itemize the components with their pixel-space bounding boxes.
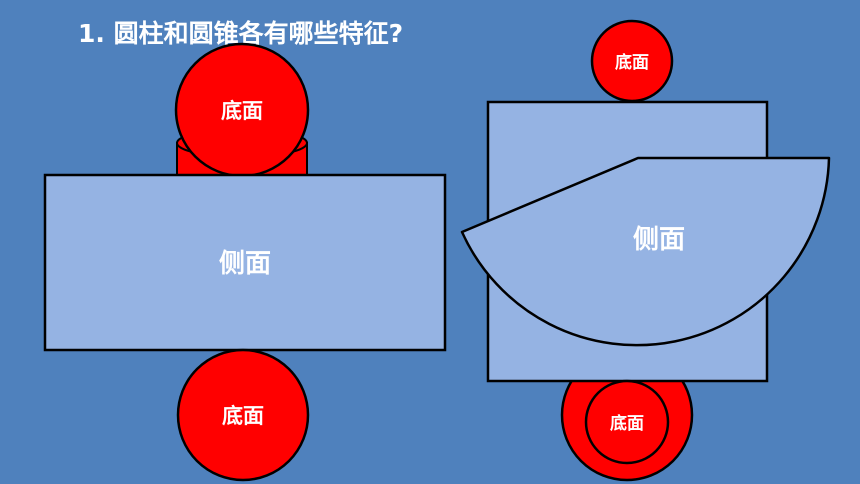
cone-top-base-label: 底面 xyxy=(615,52,649,73)
cylinder-top-base-label: 底面 xyxy=(221,99,263,123)
cylinder-bottom-base xyxy=(176,348,310,482)
cylinder-net: 底面 侧面 底面 xyxy=(43,42,447,482)
cylinder-side-label: 侧面 xyxy=(219,249,271,279)
cone-bottom-base-inner xyxy=(584,379,670,465)
cone-bottom-base-label: 底面 xyxy=(610,413,644,434)
cone-net: 底面 底面 侧面 xyxy=(460,19,831,482)
cone-side-label: 侧面 xyxy=(633,225,685,255)
cone-lateral-sector xyxy=(460,156,831,347)
cylinder-bottom-base-label: 底面 xyxy=(222,404,264,428)
